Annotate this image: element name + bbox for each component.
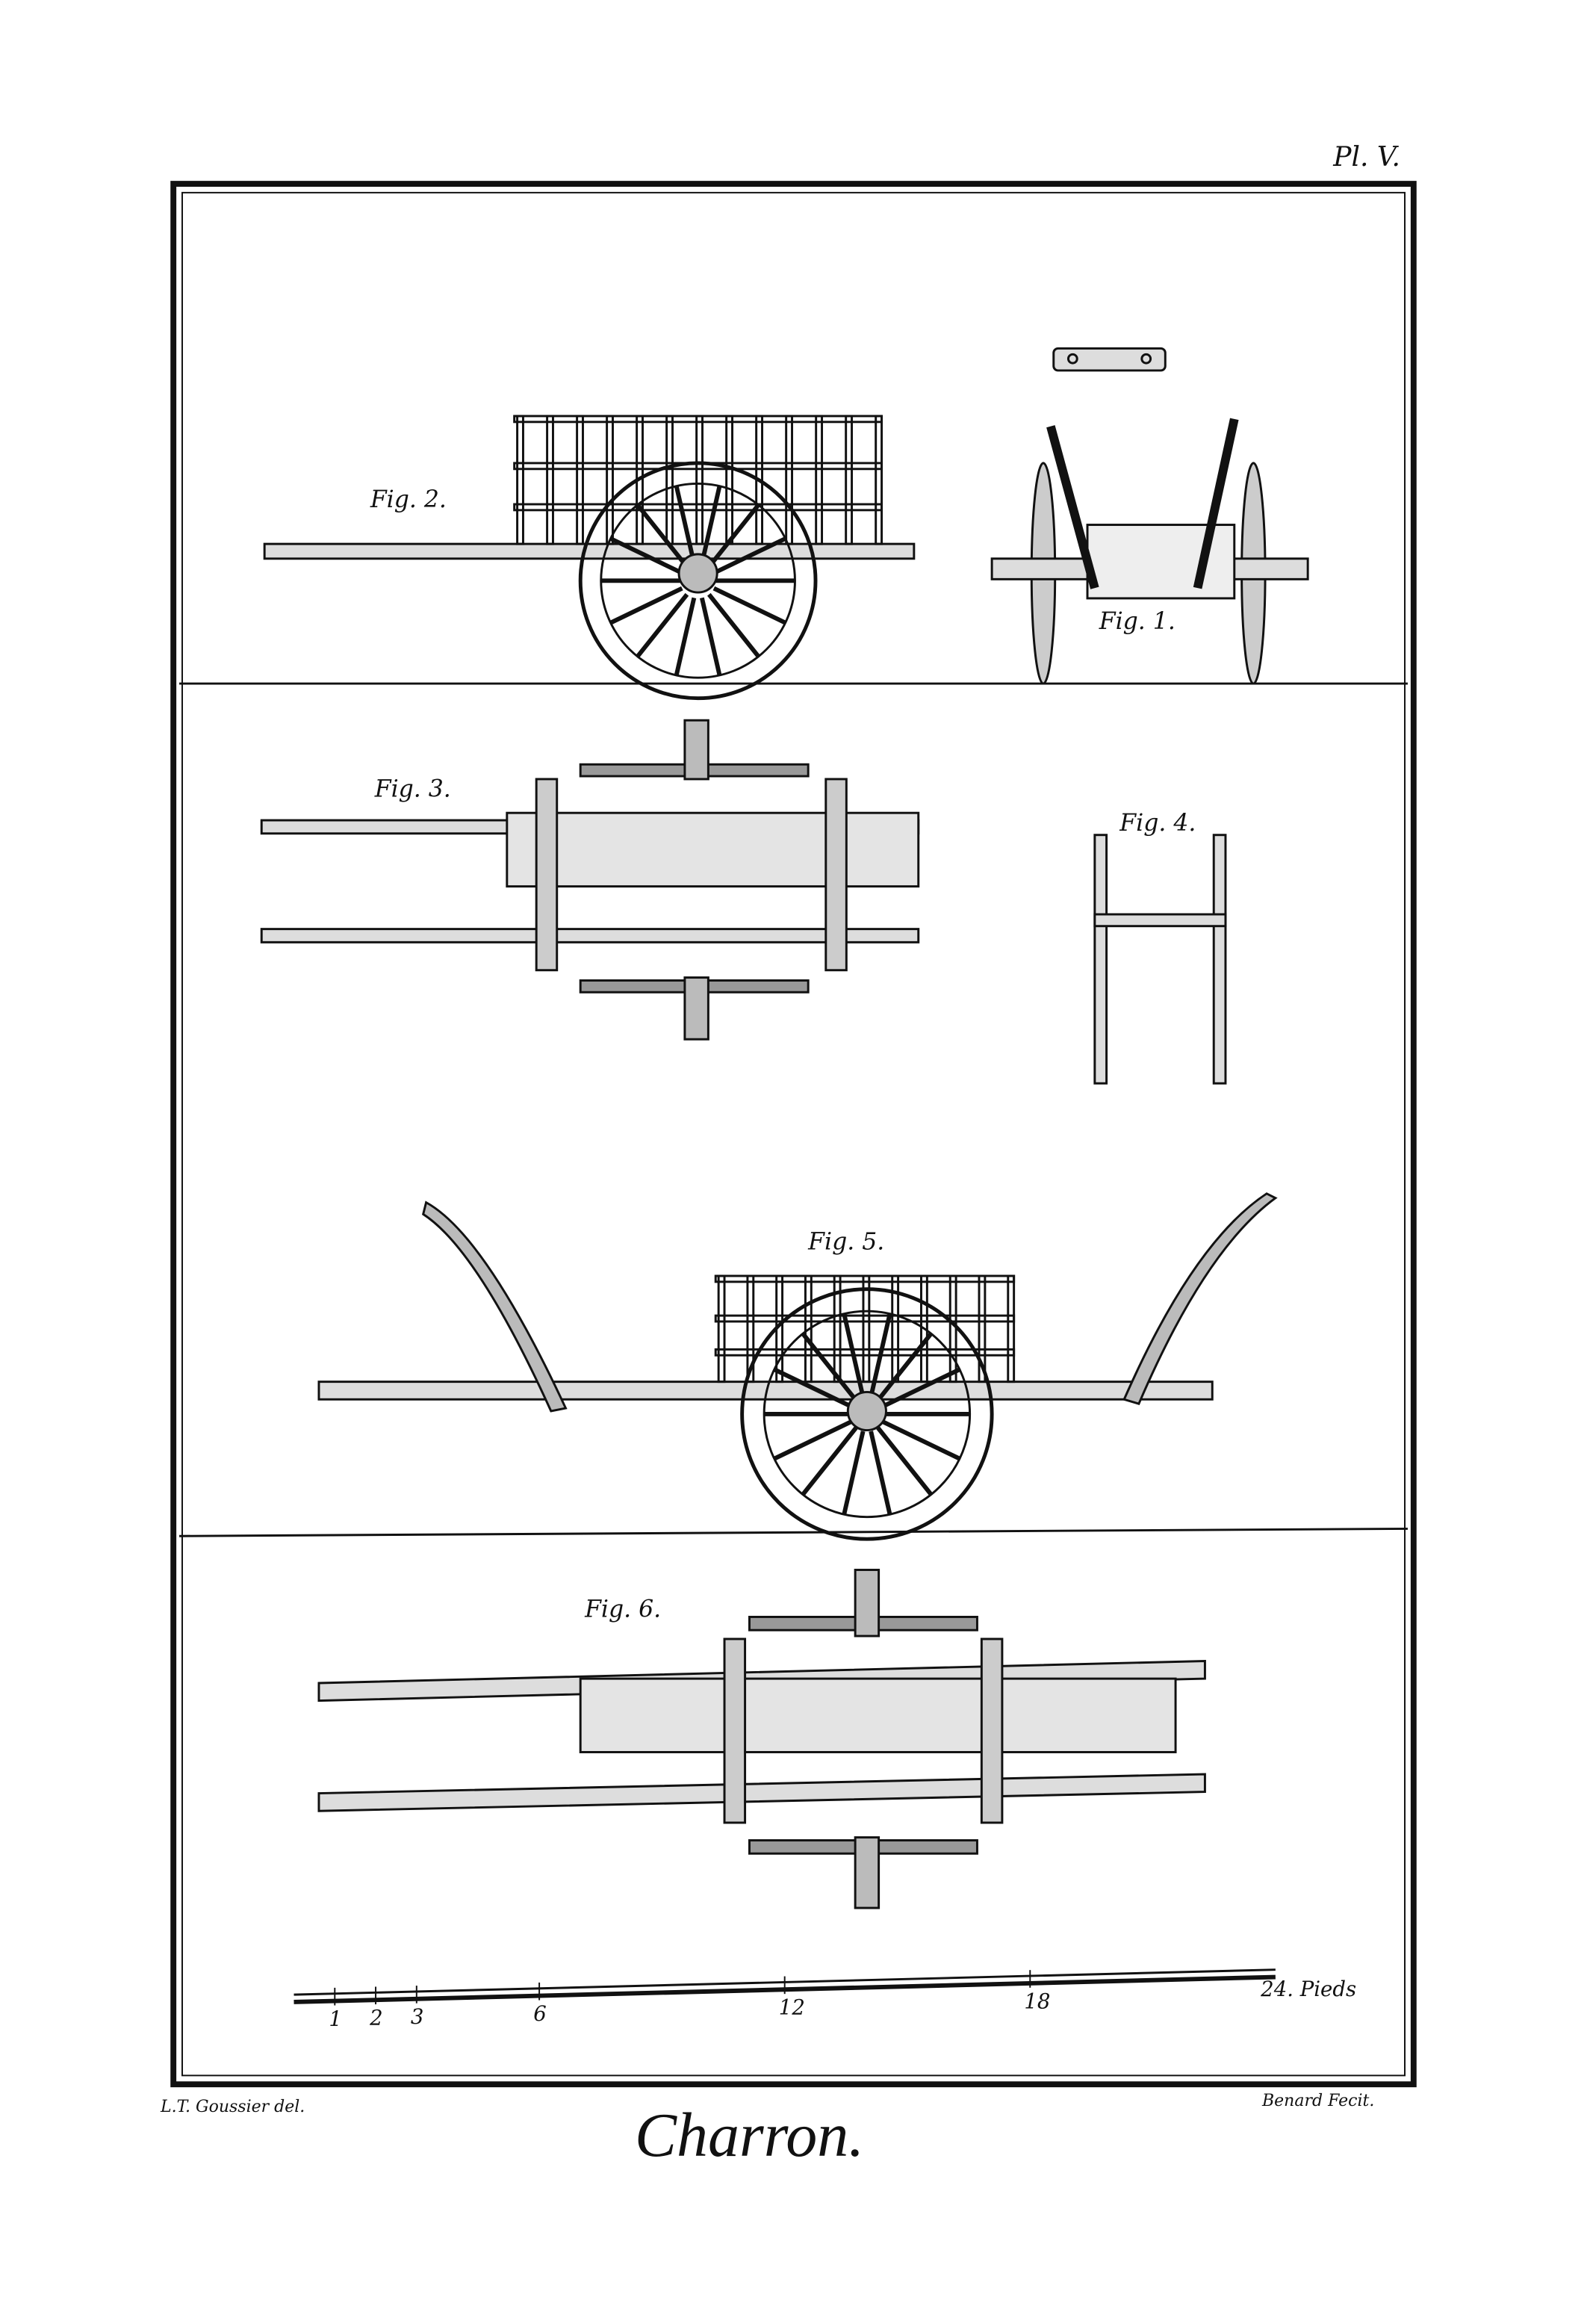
plate-title: Charron. [635,2101,865,2170]
scale-label: 18 [1024,1989,1050,2013]
rack-bar [725,415,733,545]
rack-bar [746,1274,755,1383]
wheel-spoke [636,592,689,658]
wheel-spoke [842,1431,866,1515]
rack-bar [606,415,614,545]
rack-bar [862,1274,871,1383]
rack-bar [546,415,554,545]
engraver-credit: Benard Fecit. [1262,2092,1375,2110]
wheel-spoke [842,1313,866,1398]
fig1-label: Fig. 1. [1099,608,1176,635]
figure-labels: Fig. 2. Fig. 1. Fig. 3. Fig. 4. Fig. 5. … [370,486,1196,1623]
fig3-label: Fig. 3. [374,776,451,803]
fig6-cart-top [317,1569,1206,1909]
rack-bar [845,415,854,545]
fig3-cart-top [260,719,920,1041]
rack-bar [815,415,824,545]
scale-label: 6 [533,2002,547,2026]
rack-bar [516,415,524,545]
fig1-cart-front [990,347,1309,685]
rack-bar [875,415,883,545]
scale-label: 1 [329,2007,342,2031]
wheel-spoke [707,592,760,658]
rack-bar [948,1274,957,1383]
fig2-label: Fig. 2. [370,486,447,513]
fig4-axle [1093,834,1227,1085]
outer-frame [170,181,1417,2088]
wheel-spoke [881,1419,961,1461]
wheel-spoke [801,1426,858,1496]
wheel-spoke [636,503,689,568]
wheel-spoke [773,1419,852,1461]
rack-bar [665,415,674,545]
wheel-spoke [699,486,722,564]
wheel-spoke [876,1332,934,1402]
fig4-label: Fig. 4. [1119,810,1196,837]
draughtsman-credit: L.T. Goussier del. [161,2098,305,2116]
scale-label: 2 [369,2007,383,2030]
fig5-cart-side [317,1192,1278,1541]
wheel-spoke [712,586,786,625]
wheel-spoke [674,486,697,564]
rack-bar [695,415,704,545]
rack-bar [920,1274,928,1383]
wheel-spoke [712,536,786,575]
plate-number: Pl. V. [1333,142,1400,173]
wheel-spoke [869,1431,892,1515]
wheel-spoke [801,1332,858,1402]
wheel-spoke [881,1367,961,1409]
rack-bar [978,1274,987,1383]
scale-bar [294,1968,1276,2006]
scale-label: 3 [411,2005,424,2029]
wheel-spoke [674,597,697,676]
wheel-spoke [707,503,760,568]
wheel-spoke [869,1313,892,1398]
wheel-spoke [609,586,683,625]
fig5-label: Fig. 5. [807,1229,884,1256]
inner-frame [181,191,1406,2077]
divider [179,1527,1408,1537]
scale-label: 12 [779,1996,805,2020]
wheel-spoke [773,1367,852,1409]
wheel-spoke [876,1426,934,1496]
wheel-spoke [609,536,683,575]
rack-bar [717,1274,726,1383]
rack-bar [833,1274,842,1383]
rack-bar [1007,1274,1016,1383]
fig6-label: Fig. 6. [584,1596,661,1623]
fig2-cart-side [263,415,916,701]
scale-end-label: 24. Pieds [1260,1977,1356,2001]
wheel-spoke [699,597,722,676]
rack-bar [576,415,584,545]
rack-bar [785,415,794,545]
